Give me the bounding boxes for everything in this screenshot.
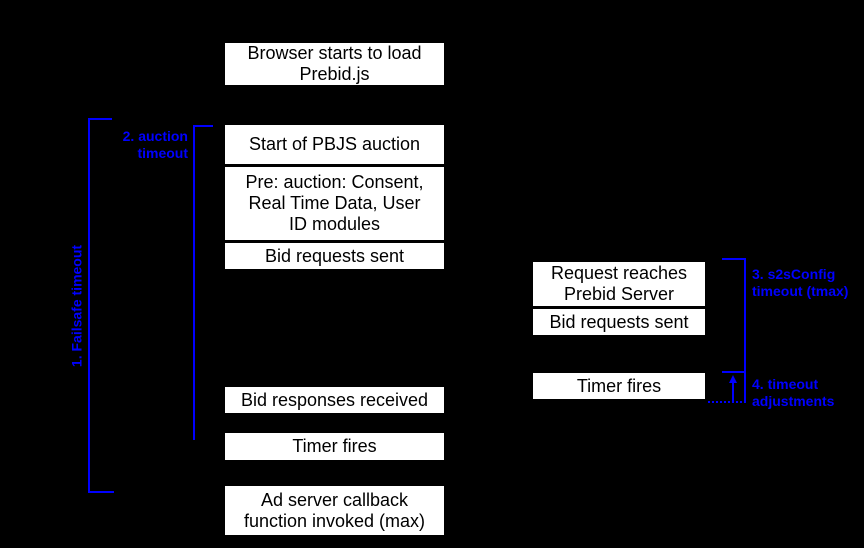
box-request-reaches-server: Request reaches Prebid Server [533,262,705,306]
box-ad-server-callback: Ad server callback function invoked (max… [225,486,444,535]
box-bid-requests-sent-server: Bid requests sent [533,309,705,335]
box-browser-load: Browser starts to load Prebid.js [225,43,444,85]
failsafe-bracket-bottom-tick [88,491,114,493]
box-auction-start: Start of PBJS auction [225,125,444,164]
s2s-dotted-baseline [708,401,746,403]
auction-timeout-label: 2. auction timeout [122,128,188,161]
auction-bracket-line [193,125,195,440]
timeout-adjustments-label: 4. timeout adjustments [752,376,835,409]
failsafe-timeout-label: 1. Failsafe timeout [68,244,85,368]
failsafe-bracket-top-tick [88,118,112,120]
s2s-timeout-label: 3. s2sConfig timeout (tmax) [752,266,849,299]
s2s-bracket-top-tick [722,258,746,260]
box-timer-fires-server: Timer fires [533,373,705,399]
auction-bracket-top-tick [193,125,213,127]
s2s-bracket-mid-tick [722,371,746,373]
box-bid-requests-sent: Bid requests sent [225,243,444,269]
box-pre-auction-modules: Pre: auction: Consent, Real Time Data, U… [225,167,444,240]
box-timer-fires-client: Timer fires [225,433,444,460]
failsafe-bracket-line [88,118,90,493]
up-arrow-head-icon [729,375,737,383]
box-bid-responses-received: Bid responses received [225,387,444,413]
up-arrow-icon [732,382,734,401]
s2s-bracket-line [744,258,746,403]
